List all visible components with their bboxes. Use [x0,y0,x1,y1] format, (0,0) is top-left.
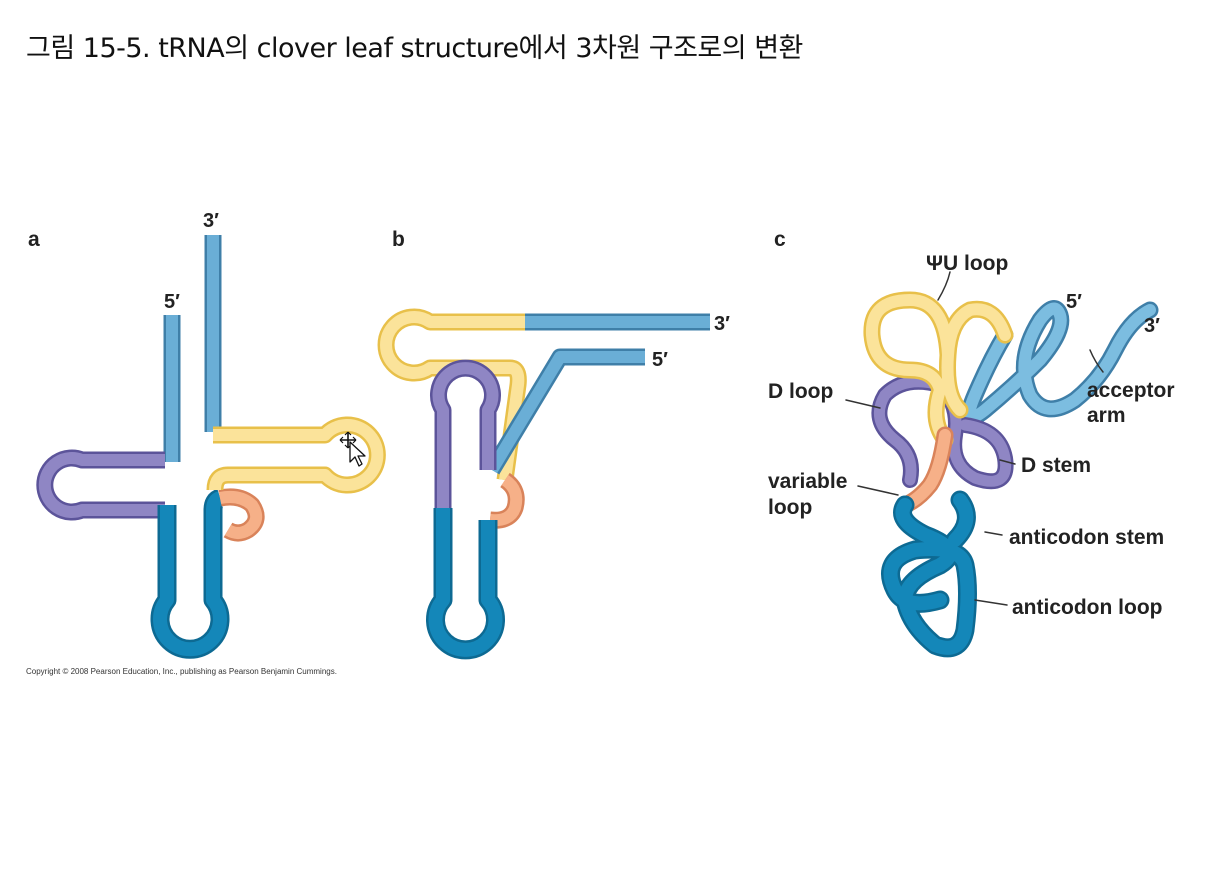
c-acceptor-label-line1: acceptor [1087,379,1175,402]
a-five-prime-label: 5′ [164,291,180,313]
copyright-notice: Copyright © 2008 Pearson Education, Inc.… [26,667,337,676]
a-d-arm [36,449,165,521]
c-anticodon-loop-label: anticodon loop [1012,596,1162,619]
c-five-prime-label: 5′ [1066,291,1082,313]
panel-a-cloverleaf [36,235,386,659]
panel-c-label: c [774,228,786,251]
c-variable-leader [857,485,899,496]
move-cursor-icon [339,431,366,467]
c-acceptor-leader [1089,349,1104,373]
b-three-prime-label: 3′ [714,313,730,335]
c-variable-label-line1: variable [768,470,847,493]
c-d-loop-label: D loop [768,380,833,403]
c-d-loop-leader [845,399,881,409]
panel-b-label: b [392,228,405,251]
c-anticodon-stem-label: anticodon stem [1009,526,1164,549]
c-variable-label-line2: loop [768,496,812,519]
panel-a-label: a [28,228,40,251]
panel-b-l-shape [377,308,710,660]
c-psi-leader [937,271,951,301]
c-acceptor-label-line2: arm [1087,404,1126,427]
c-three-prime-label: 3′ [1144,315,1160,337]
page-title: 그림 15-5. tRNA의 clover leaf structure에서 3… [26,33,803,64]
c-d-stem-label: D stem [1021,454,1091,477]
b-five-prime-label: 5′ [652,349,668,371]
c-anticodon-loop-leader [974,599,1008,606]
c-anticodon-stem-leader [984,531,1003,536]
c-d-stem-leader [999,459,1016,465]
c-psi-u-loop-label: ΨU loop [926,252,1008,275]
panel-c-3d-ribbon [845,271,1159,658]
a-three-prime-label: 3′ [203,210,219,232]
